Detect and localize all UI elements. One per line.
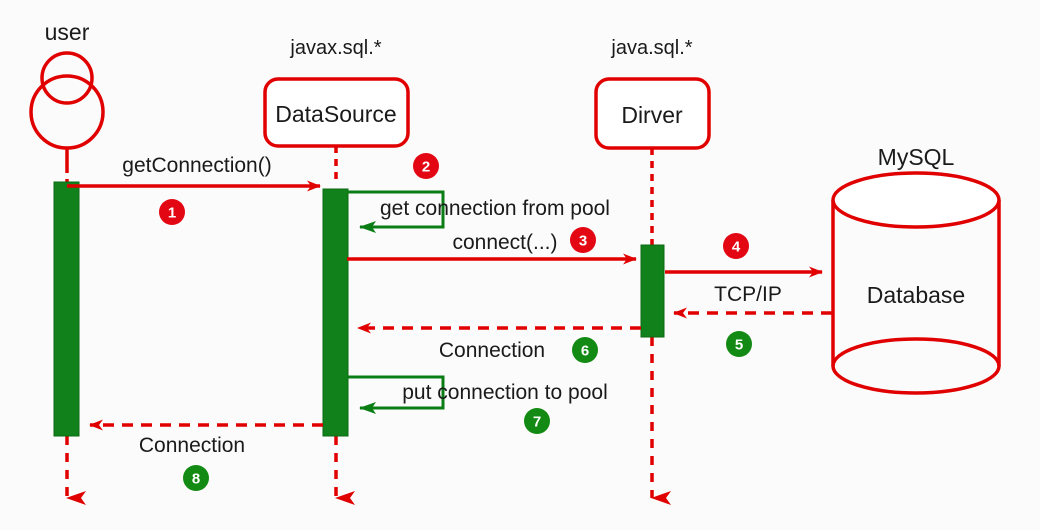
activation-bar-user xyxy=(53,181,80,437)
step-badge-5: 5 xyxy=(726,331,752,357)
label-user: user xyxy=(45,19,90,45)
label-database: Database xyxy=(867,282,965,308)
activation-bar-datasource xyxy=(322,188,349,437)
activation-bar-driver xyxy=(640,244,665,338)
actor-head-circle-icon xyxy=(40,51,94,105)
step-badge-6: 6 xyxy=(572,337,598,363)
step-badge-4: 4 xyxy=(723,233,749,259)
step-badge-2: 2 xyxy=(413,153,439,179)
step-badge-1: 1 xyxy=(159,199,185,225)
step-badge-8-number: 8 xyxy=(192,471,200,488)
label-message-2: get connection from pool xyxy=(380,197,610,220)
label-message-3: connect(...) xyxy=(452,231,557,254)
message-selfcall-7 xyxy=(347,375,445,414)
label-message-8: Connection xyxy=(139,434,245,457)
step-badge-2-number: 2 xyxy=(422,159,430,176)
label-package-java-sql: java.sql.* xyxy=(610,37,692,59)
step-badge-3-number: 3 xyxy=(579,233,587,250)
step-badge-4-number: 4 xyxy=(732,239,741,256)
cylinder-bottom-ellipse xyxy=(831,337,1001,395)
step-badge-7-number: 7 xyxy=(533,414,541,431)
label-message-6: Connection xyxy=(439,339,545,362)
label-message-4: TCP/IP xyxy=(714,283,782,306)
label-package-javax-sql: javax.sql.* xyxy=(289,37,381,59)
step-badge-3: 3 xyxy=(570,227,596,253)
label-mysql: MySQL xyxy=(878,144,955,170)
actor-body-circle-icon xyxy=(29,74,105,150)
step-badge-5-number: 5 xyxy=(735,337,743,354)
step-badge-6-number: 6 xyxy=(581,343,589,360)
participant-database[interactable] xyxy=(831,171,1001,395)
step-badge-7: 7 xyxy=(524,408,550,434)
label-datasource: DataSource xyxy=(275,101,396,127)
label-message-1: getConnection() xyxy=(122,154,271,177)
message-selfcall-2 xyxy=(347,190,445,233)
label-message-7: put connection to pool xyxy=(402,381,608,404)
step-badge-1-number: 1 xyxy=(168,205,176,222)
label-driver: Dirver xyxy=(621,102,683,128)
participant-user[interactable] xyxy=(29,51,105,166)
step-badge-8: 8 xyxy=(183,465,209,491)
cylinder-top-ellipse xyxy=(831,171,1001,229)
